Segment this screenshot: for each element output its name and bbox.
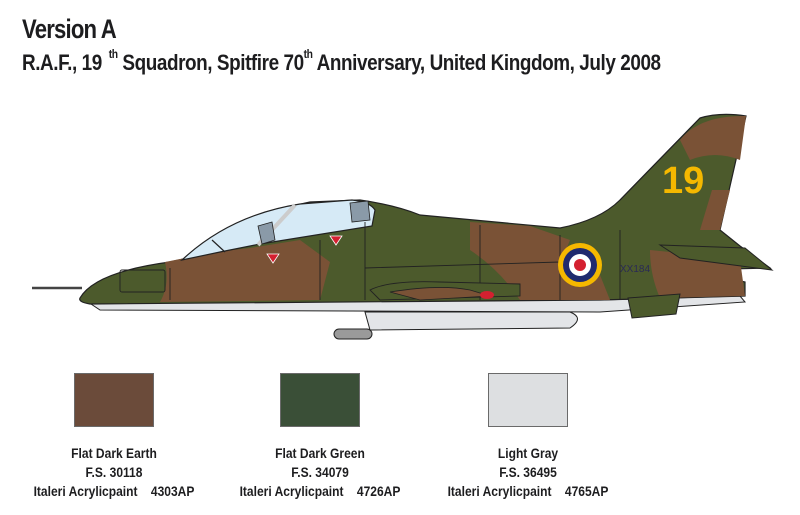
tailplane (658, 244, 774, 271)
subtitle-part-1: R.A.F., 19 (22, 50, 102, 75)
subtitle-part-2: Squadron, Spitfire 70 (122, 50, 304, 75)
camo-earth-fin (700, 190, 730, 230)
subtitle-sup-2: th (303, 46, 313, 61)
hawk-aircraft-profile: 19 XX184 (32, 113, 774, 340)
subtitle-sup-1: th (108, 46, 118, 61)
camo-earth-tail (680, 115, 746, 160)
paint-name: Flat Dark Earth (71, 445, 157, 461)
paint-name: Flat Dark Green (275, 445, 365, 461)
ejection-seat-rear (349, 200, 371, 223)
paint-chip-gray: Light Gray F.S. 36495 Italeri Acrylicpai… (418, 373, 638, 501)
color-swatch-flat-dark-green (280, 373, 360, 427)
version-title: Version A (22, 14, 117, 44)
rescue-triangle-icon-2 (329, 235, 343, 246)
paint-italeri-code: Italeri Acrylicpaint 4726AP (239, 483, 401, 499)
paint-name: Light Gray (497, 445, 559, 461)
canopy-frame (211, 239, 226, 253)
color-swatch-flat-dark-earth (74, 373, 154, 427)
camo-earth-nose (160, 240, 330, 302)
paint-fs-code: F.S. 36495 (499, 464, 557, 480)
tail-code: 19 (662, 160, 704, 202)
raf-roundel-icon (558, 243, 602, 287)
paint-fs-code: F.S. 34079 (291, 464, 349, 480)
pod-nose (333, 328, 373, 340)
ventral-fin (627, 293, 681, 319)
ejection-seat-front (257, 221, 276, 245)
paint-chip-green: Flat Dark Green F.S. 34079 Italeri Acryl… (210, 373, 430, 501)
rescue-triangle-icon (266, 253, 280, 264)
ventral-pod (364, 311, 578, 331)
paint-italeri-code: Italeri Acrylicpaint 4765AP (447, 483, 609, 499)
subtitle-part-3: Anniversary, United Kingdom, July 2008 (316, 50, 661, 75)
fin-leading-edge (619, 117, 701, 201)
paint-chip-earth: Flat Dark Earth F.S. 30118 Italeri Acryl… (4, 373, 224, 501)
canopy (180, 199, 376, 262)
paint-italeri-code: Italeri Acrylicpaint 4303AP (33, 483, 195, 499)
serial-number: XX184 (620, 264, 650, 275)
color-swatch-light-gray (488, 373, 568, 427)
paint-fs-code: F.S. 30118 (85, 464, 143, 480)
